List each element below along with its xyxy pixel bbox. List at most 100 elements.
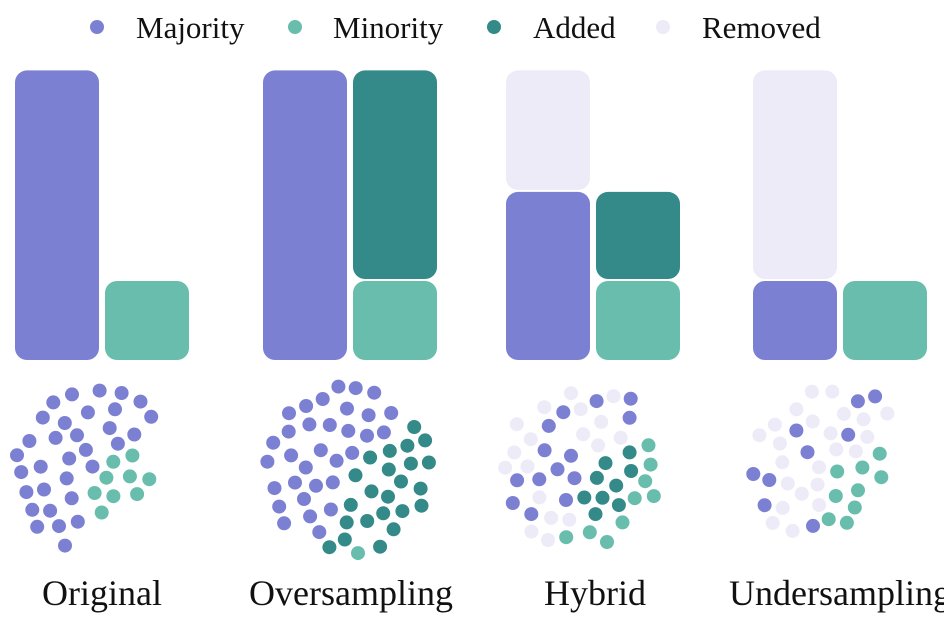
point-removed [523,432,538,447]
point-removed [507,445,522,460]
point-added [413,481,428,496]
legend-item-added: Added [487,10,616,45]
point-majority [277,516,292,531]
point-minority [627,491,642,506]
point-majority [559,493,573,507]
point-removed [532,490,547,505]
point-majority [556,405,571,420]
point-added [400,438,415,453]
point-minority [615,515,630,530]
point-majority [35,410,50,425]
point-removed [804,384,819,399]
point-minority [142,472,157,487]
point-minority [99,470,114,485]
point-added [622,445,637,460]
point-majority [43,503,58,518]
bar-segment-left-removed [506,70,590,190]
point-majority [57,416,72,430]
point-majority [746,467,761,481]
point-majority [360,428,374,443]
point-cloud [746,384,895,538]
point-removed [613,430,628,445]
point-added [577,490,592,505]
point-added [624,464,639,478]
point-added [588,507,603,522]
bar-segment-right-minority [353,281,437,360]
bar-segment-right-added [596,191,680,279]
point-removed [544,510,559,525]
point-minority [872,446,887,461]
point-majority [313,443,328,458]
point-removed [594,414,609,429]
point-majority [46,395,61,410]
point-majority [59,471,74,486]
point-majority [789,423,804,438]
point-removed [810,477,825,492]
point-removed [752,428,767,443]
point-removed [767,417,782,432]
point-minority [851,483,865,498]
point-majority [303,509,318,524]
point-majority [841,427,856,442]
point-minority [847,500,862,515]
point-removed [825,384,840,399]
point-majority [331,379,346,394]
point-cloud [10,383,159,553]
bar-segment-left-majority [263,70,347,361]
point-majority [376,425,391,440]
point-minority [130,487,145,502]
point-added [394,474,408,489]
point-added [589,470,604,485]
bar-segment-left-removed [753,70,837,280]
point-minority [821,512,836,527]
point-minority [828,489,843,503]
point-majority [589,394,604,409]
point-minority [839,515,854,530]
point-majority [78,442,93,457]
point-majority [284,448,299,463]
point-added [348,468,363,483]
point-majority [384,406,399,420]
point-majority [80,405,95,420]
bar-segment-right-minority [843,281,927,360]
point-majority [532,472,547,487]
legend-item-minority: Minority [288,10,444,45]
point-majority [315,392,330,406]
point-added [337,532,352,547]
point-removed [524,524,539,539]
point-majority [567,471,582,486]
point-removed [794,486,809,501]
point-minority [559,530,574,545]
point-minority [643,457,658,472]
point-removed [562,512,577,527]
point-added [381,489,395,504]
point-added [386,522,401,537]
point-minority [125,448,140,463]
point-majority [260,454,275,469]
point-added [376,506,391,521]
point-removed [520,459,535,474]
point-majority [341,423,356,438]
point-added [403,456,418,471]
point-majority [298,460,313,475]
point-majority [850,394,865,409]
point-added [609,478,624,493]
point-majority [299,399,314,413]
point-added [598,456,613,471]
point-majority [62,451,77,466]
legend-label-added: Added [533,10,616,45]
point-minority [106,489,121,504]
point-minority [874,470,889,485]
point-removed [812,460,826,475]
point-majority [510,473,525,488]
point-majority [37,482,51,497]
point-cloud [498,386,661,549]
point-majority [537,443,552,458]
point-added [343,497,358,512]
point-removed [805,414,820,429]
point-majority [70,514,85,529]
point-majority [757,498,772,513]
point-added [363,450,378,465]
point-majority [367,385,382,400]
